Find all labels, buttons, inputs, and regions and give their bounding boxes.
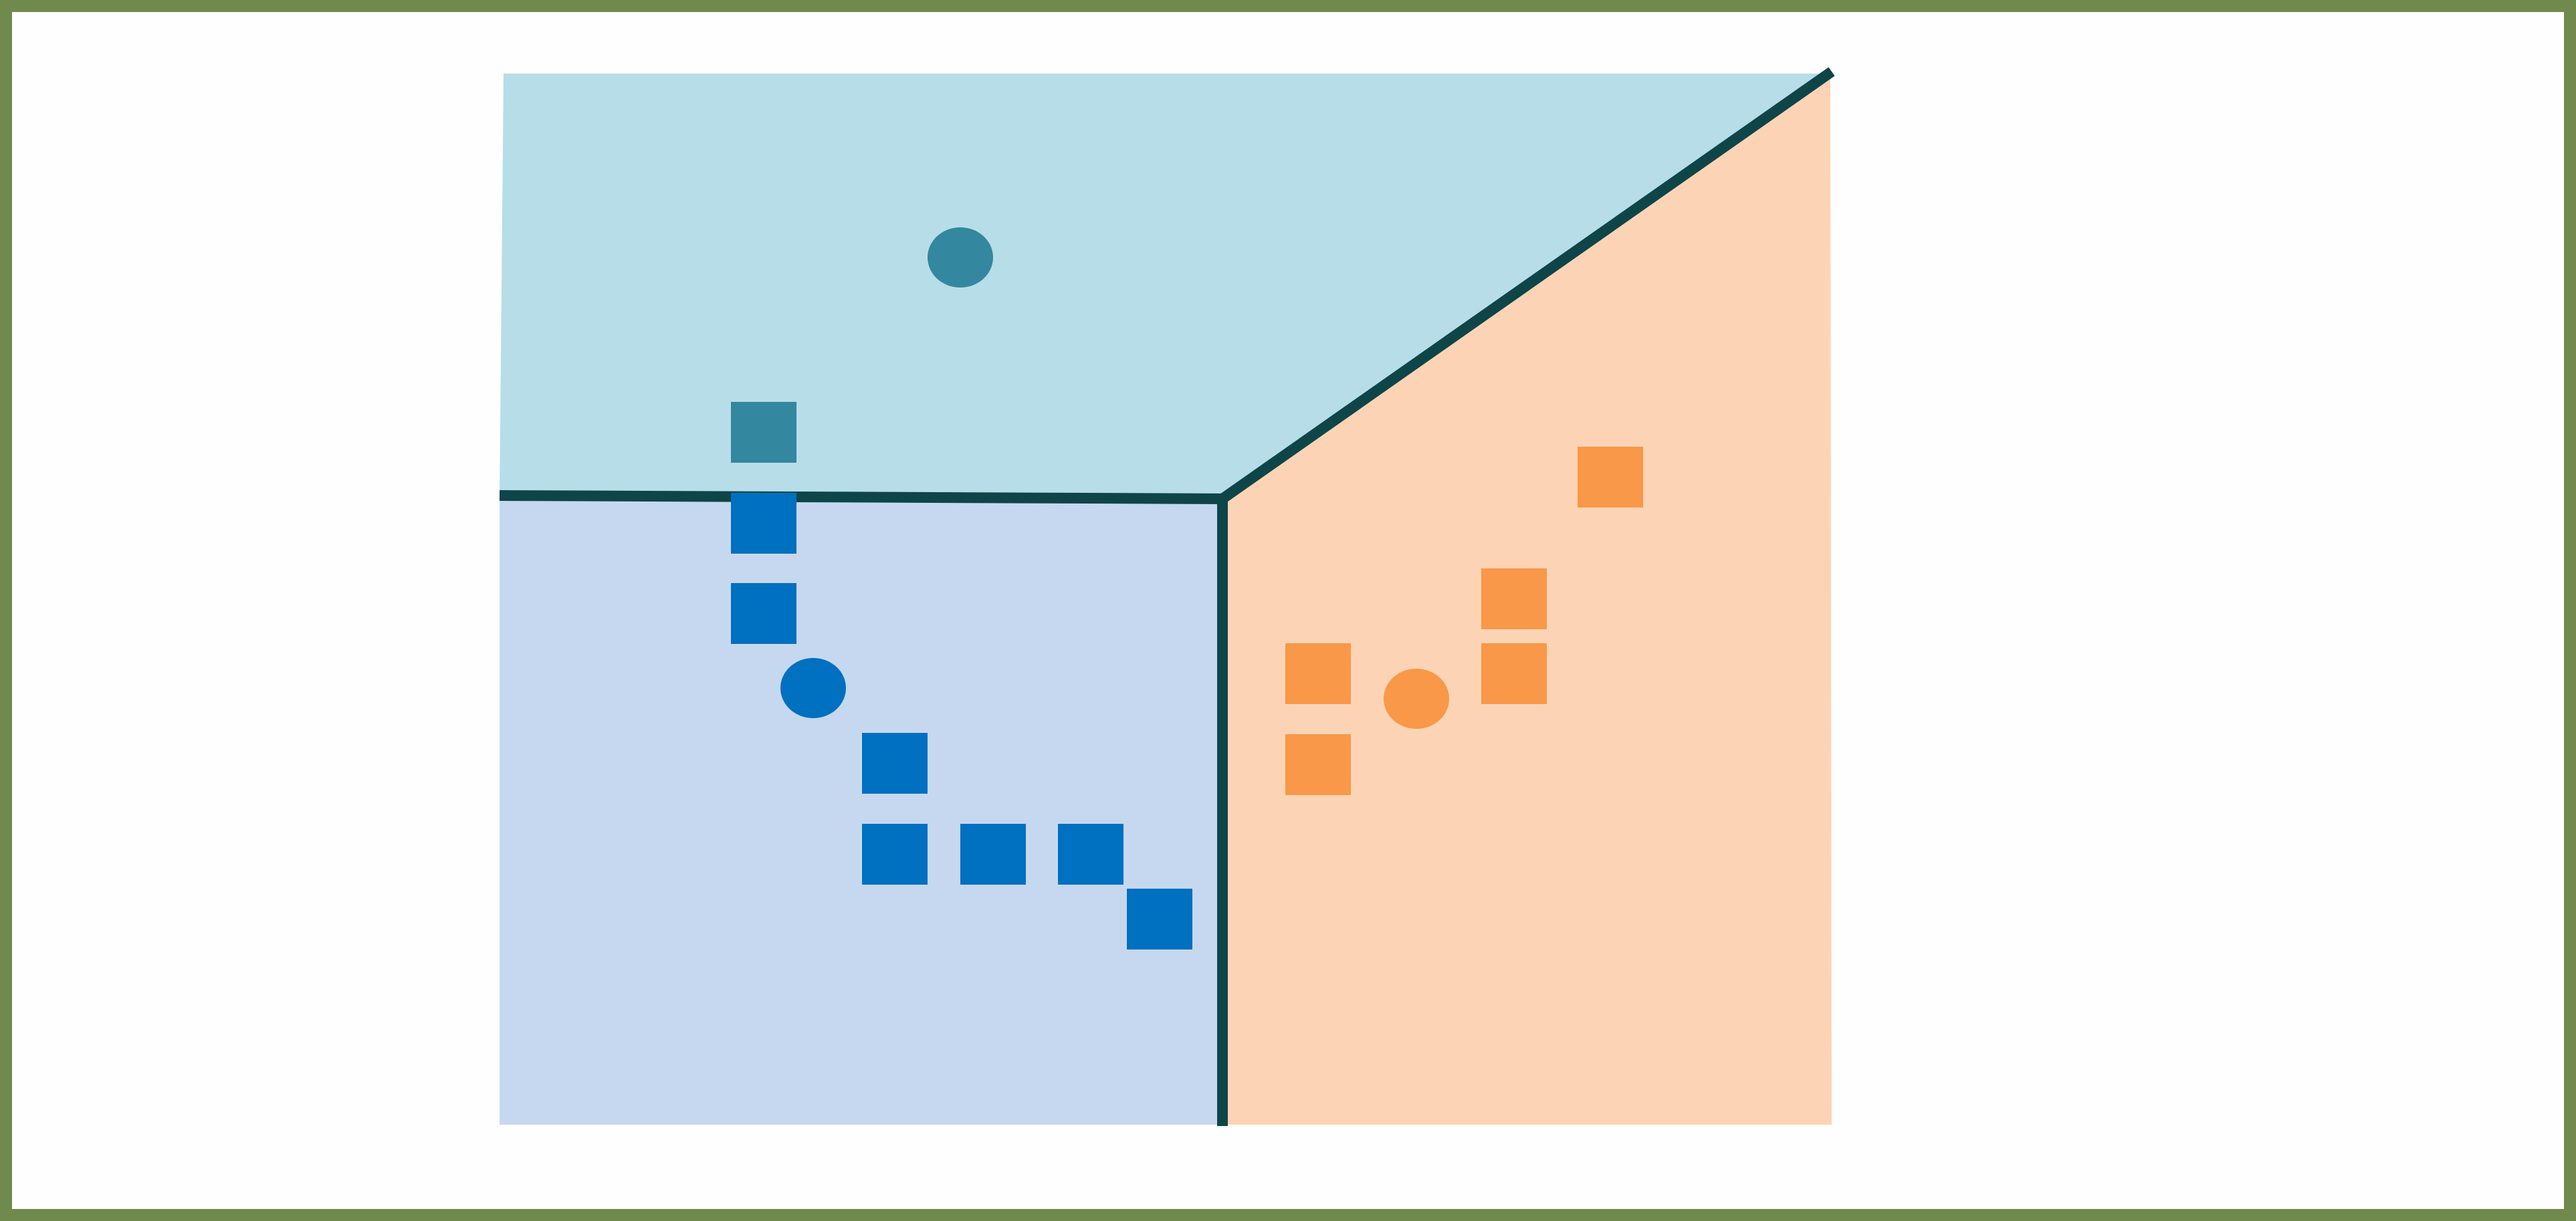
data-point-blue-square: [731, 493, 796, 554]
data-point-blue-square: [960, 824, 1026, 885]
centroid-orange: [1384, 669, 1449, 729]
data-point-orange-square: [1481, 568, 1547, 629]
data-point-orange-square: [1285, 643, 1351, 704]
data-point-blue-square: [862, 824, 928, 885]
boundary-line-horizontal: [499, 490, 1223, 504]
data-point-blue-square: [1127, 889, 1192, 950]
data-point-blue-square: [862, 733, 928, 794]
data-point-teal-square: [731, 402, 796, 463]
data-point-orange-square: [1481, 643, 1547, 704]
region-bottom-left: [500, 495, 1222, 1125]
data-point-orange-square: [1285, 734, 1351, 795]
region-top: [500, 74, 1830, 499]
data-point-blue-square: [1058, 824, 1123, 885]
centroid-blue: [780, 658, 846, 718]
data-point-orange-square: [1578, 447, 1643, 508]
data-point-blue-square: [731, 583, 796, 644]
centroid-teal: [928, 227, 993, 288]
boundary-line-diagonal: [1219, 67, 1835, 504]
